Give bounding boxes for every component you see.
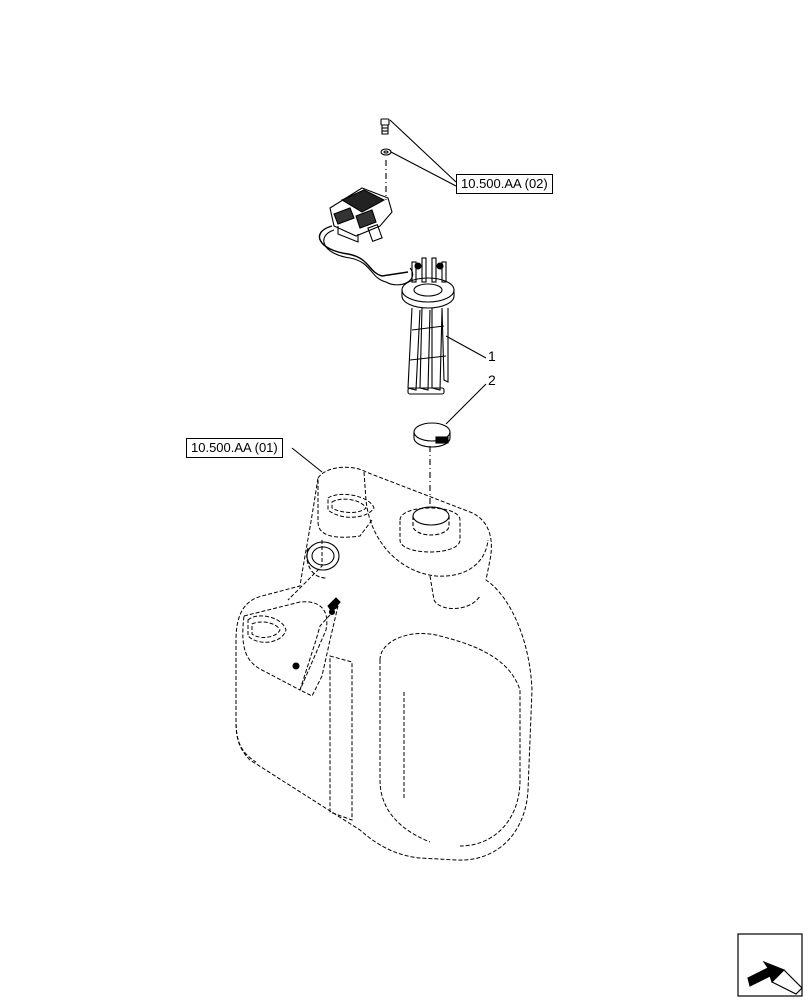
tank-body [235, 466, 533, 861]
bolt [380, 118, 390, 135]
sender-port [412, 506, 450, 536]
callout-1: 1 [488, 348, 496, 364]
wiring-harness [319, 225, 409, 277]
hose-clamp [413, 422, 451, 448]
reference-box-top[interactable]: 10.500.AA (02) [456, 174, 553, 194]
leader-bolt [389, 119, 457, 183]
leader-tank [291, 447, 323, 473]
mounting-bracket [292, 597, 341, 670]
callout-2: 2 [488, 372, 496, 388]
washer [380, 148, 392, 156]
leader-2 [445, 383, 487, 425]
filler-neck [306, 541, 340, 579]
navigation-arrow-box [737, 933, 803, 997]
level-sender-unit [401, 257, 455, 395]
leader-washer [390, 151, 457, 187]
wiring-harness-2 [323, 229, 413, 286]
sensor-connector-block [329, 187, 393, 243]
leader-1 [445, 335, 487, 359]
reference-box-left[interactable]: 10.500.AA (01) [186, 438, 283, 458]
